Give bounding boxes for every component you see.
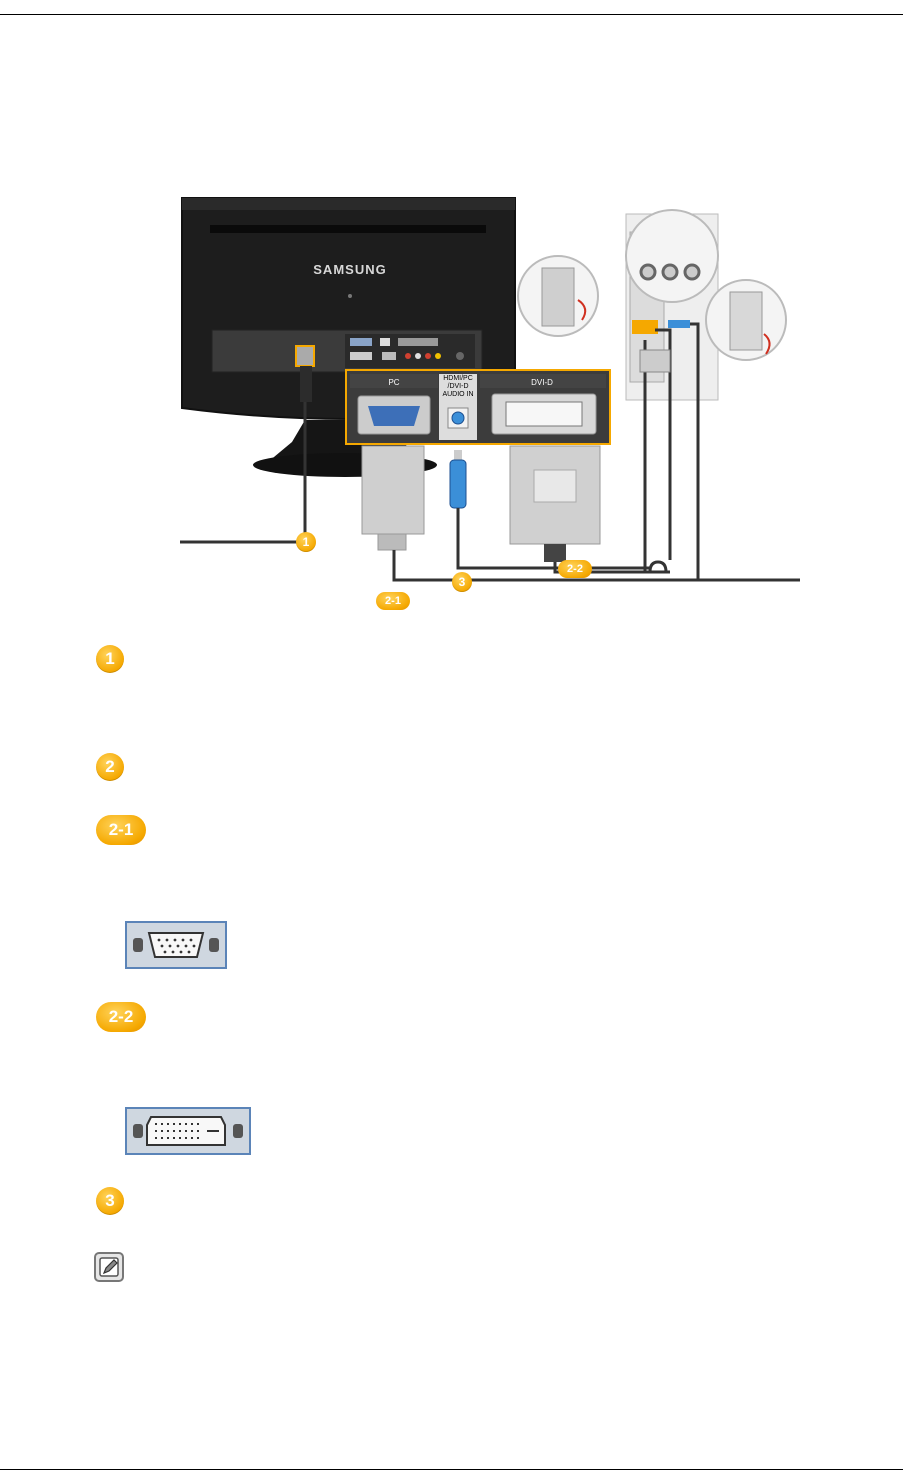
callout-vga: 2-1 xyxy=(376,592,410,610)
legend-badge-2-2: 2-2 xyxy=(96,1002,146,1032)
monitor-back: SAMSUNG xyxy=(181,197,516,420)
legend-badge-2: 2 xyxy=(96,753,124,781)
zoom-vga-screw xyxy=(517,255,599,337)
legend-badge-2-1: 2-1 xyxy=(96,815,146,845)
legend-badge-3: 3 xyxy=(96,1187,124,1215)
legend-badge-1: 1 xyxy=(96,645,124,673)
brand-logo: SAMSUNG xyxy=(313,262,386,277)
callout-audio: 3 xyxy=(452,572,472,592)
connector-panel-zoom: PC HDMI/PC /DVI-D AUDIO IN DVI-D xyxy=(345,369,611,445)
bottom-rule xyxy=(0,1469,903,1470)
label-audio-2: /DVI-D xyxy=(448,383,469,390)
note-pencil-icon xyxy=(94,1252,124,1282)
label-dvi: DVI-D xyxy=(531,378,553,387)
dvi-port-icon xyxy=(125,1107,251,1155)
dvi-cable xyxy=(509,445,670,574)
d-sub-port-icon xyxy=(125,921,227,969)
callout-power: 1 xyxy=(296,532,316,552)
label-pc: PC xyxy=(388,378,399,387)
label-audio-1: HDMI/PC xyxy=(443,375,473,382)
label-audio-3: AUDIO IN xyxy=(442,391,473,398)
top-rule xyxy=(0,14,903,15)
zoom-dvi-screw xyxy=(705,279,787,361)
connection-diagram: SAMSUNG PC HDMI/PC /DVI-D AUDIO IN DVI-D xyxy=(180,197,800,582)
zoom-audio-ports xyxy=(625,209,719,303)
callout-dvi: 2-2 xyxy=(558,560,592,578)
